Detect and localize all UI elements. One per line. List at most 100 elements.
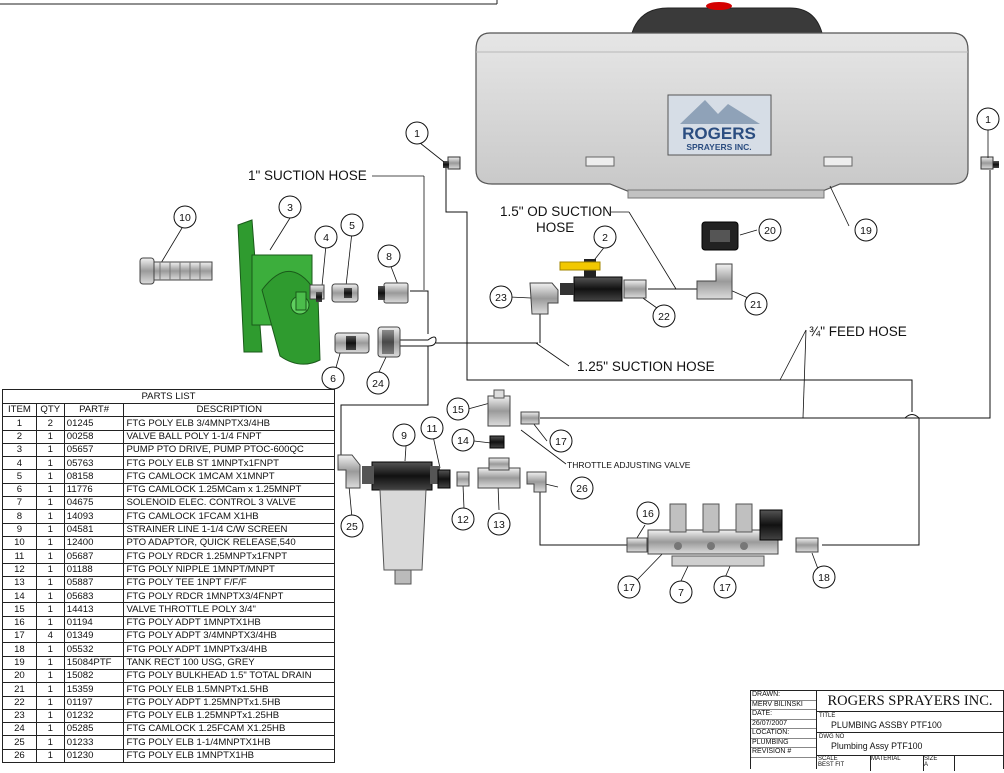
cell-item: 5: [2, 469, 37, 484]
balloon-8: 8: [377, 244, 401, 268]
cell-description: FTG POLY ELB 1.25MNPTx1.25HB: [123, 708, 335, 724]
nipple-12: [456, 471, 470, 487]
cell-qty: 2: [35, 416, 65, 431]
balloon-16: 16: [636, 501, 660, 525]
cell-item: 3: [2, 442, 37, 458]
adaptor-22: [623, 279, 647, 299]
ball-valve: [559, 259, 623, 302]
balloon-13: 13: [487, 512, 511, 536]
logo-text-sprayers: SPRAYERS INC.: [686, 142, 751, 152]
balloon-14: 14: [451, 428, 475, 452]
cell-part: 14413: [63, 602, 125, 617]
cell-item: 4: [2, 456, 37, 471]
cell-qty: 1: [35, 655, 65, 670]
column-header-description: DESCRIPTION: [123, 402, 335, 418]
svg-text:7: 7: [678, 587, 684, 599]
reducer-14: [489, 435, 505, 449]
balloon-23: 23: [489, 285, 513, 309]
adaptor-16: [626, 537, 648, 553]
cell-item: 12: [2, 562, 37, 577]
cell-item: 20: [2, 668, 37, 684]
tee-13: [477, 457, 521, 489]
cell-qty: 1: [35, 708, 65, 724]
balloon-11: 11: [420, 416, 444, 440]
elbow-26: [526, 471, 547, 493]
location-label: LOCATION:: [751, 729, 816, 739]
balloon-26: 26: [570, 476, 594, 500]
balloon-25: 25: [340, 514, 364, 538]
cell-part: 05763: [63, 456, 125, 471]
balloon-6: 6: [321, 366, 345, 390]
cell-item: 14: [2, 589, 37, 604]
cell-qty: 1: [35, 535, 65, 551]
cell-qty: 1: [35, 722, 65, 737]
cell-qty: 1: [35, 522, 65, 537]
cell-item: 13: [2, 575, 37, 591]
tank-elbow-right: [980, 156, 999, 170]
svg-text:6: 6: [330, 373, 336, 385]
cell-qty: 1: [35, 562, 65, 577]
size-label: SIZE: [924, 756, 938, 762]
adaptor-18: [795, 537, 819, 553]
column-header-item: ITEM: [2, 402, 37, 418]
size-value: A: [924, 762, 929, 768]
svg-text:26: 26: [576, 483, 588, 495]
svg-text:17: 17: [623, 582, 635, 594]
balloon-2: 2: [593, 225, 617, 249]
cell-item: 25: [2, 735, 37, 750]
cell-part: 15084PTF: [63, 655, 125, 670]
svg-text:1: 1: [985, 114, 991, 126]
cell-description: VALVE THROTTLE POLY 3/4": [123, 602, 335, 617]
balloon-1-left: 1: [405, 121, 429, 145]
title-block-main: ROGERS SPRAYERS INC. TITLE PLUMBING ASSB…: [817, 691, 1003, 771]
svg-text:8: 8: [386, 251, 392, 263]
cell-part: 01194: [63, 615, 125, 631]
adaptor-17-throttle: [520, 411, 540, 425]
item-balloons: 1 1 2 3 4 5 6 7 8 9 10 11 12 13 14 15 16…: [173, 107, 1000, 604]
svg-text:23: 23: [495, 292, 507, 304]
cell-part: 01233: [63, 735, 125, 750]
balloon-4: 4: [314, 225, 338, 249]
label-15od-suction-hose-line1: 1.5" OD SUCTION: [500, 204, 612, 219]
cell-part: 00258: [63, 429, 125, 444]
elbow-fitting-4: [309, 284, 325, 302]
cell-item: 26: [2, 748, 37, 764]
cell-part: 05887: [63, 575, 125, 591]
svg-text:15: 15: [452, 404, 464, 416]
cell-qty: 1: [35, 668, 65, 684]
camlock-5: [331, 283, 359, 303]
cell-description: PUMP PTO DRIVE, PUMP PTOC-600QC: [123, 442, 335, 458]
cell-description: FTG POLY TEE 1NPT F/F/F: [123, 575, 335, 591]
cell-description: FTG CAMLOCK 1FCAM X1HB: [123, 509, 335, 524]
cell-description: FTG POLY ELB 1.5MNPTx1.5HB: [123, 682, 335, 697]
balloon-22: 22: [652, 304, 676, 328]
svg-text:2: 2: [602, 232, 608, 244]
svg-text:13: 13: [493, 519, 505, 531]
svg-text:17: 17: [555, 436, 567, 448]
label-34-feed-hose: ¾" FEED HOSE: [809, 324, 907, 339]
cell-part: 01245: [63, 416, 125, 431]
cell-part: 01230: [63, 748, 125, 764]
cell-description: PTO ADAPTOR, QUICK RELEASE,540: [123, 535, 335, 551]
svg-text:24: 24: [372, 378, 384, 390]
cell-part: 01232: [63, 708, 125, 724]
svg-text:10: 10: [179, 212, 191, 224]
balloon-20: 20: [758, 218, 782, 242]
reducer-11: [437, 469, 451, 489]
cell-part: 15359: [63, 682, 125, 697]
cell-item: 18: [2, 642, 37, 657]
cell-item: 17: [2, 629, 37, 644]
svg-text:4: 4: [323, 232, 329, 244]
